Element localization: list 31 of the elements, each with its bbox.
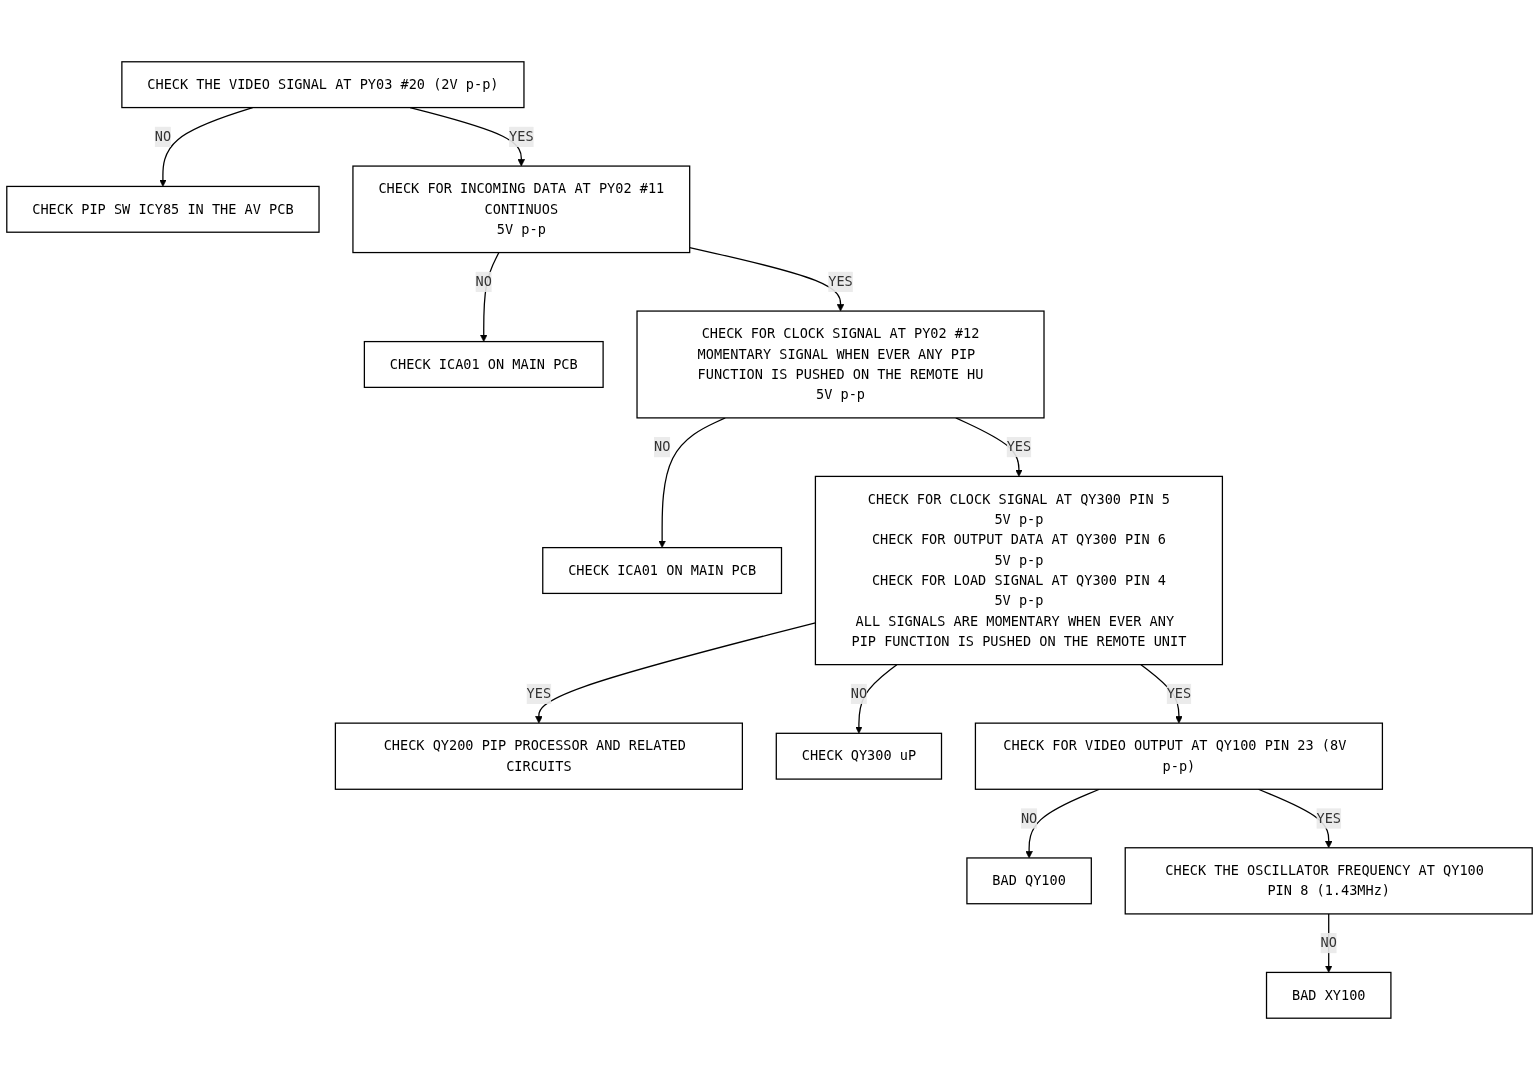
- edge-label: YES: [509, 128, 534, 145]
- node-box: BAD QY100: [966, 857, 1092, 905]
- node-box: CHECK FOR INCOMING DATA AT PY02 #11 CONTINUOS 5V p-p: [352, 165, 691, 254]
- edge-label: YES: [828, 273, 853, 290]
- node-box: CHECK PIP SW ICY85 IN THE AV PCB: [6, 185, 320, 233]
- node-box: CHECK THE OSCILLATOR FREQUENCY AT QY100 PIN 8 (1.43MHz): [1124, 847, 1533, 915]
- edge-label: NO: [475, 273, 492, 290]
- node-box: CHECK ICA01 ON MAIN PCB: [542, 547, 783, 595]
- arrow: [159, 106, 254, 187]
- node-box: CHECK FOR CLOCK SIGNAL AT QY300 PIN 5 5V p-p CHECK FOR OUTPUT DATA AT QY300 PIN 6 5V p-p CHECK FOR LOAD SIGNAL AT QY300 PIN 4 5V p-p ALL SIGNALS ARE MOMENTARY WHEN EVER ANY PIP FUNCTION IS PUSHED ON THE REMOTE UNIT: [814, 475, 1224, 666]
- edge-label: NO: [1020, 810, 1038, 827]
- arrow: [689, 246, 845, 312]
- node-box: CHECK QY300 uP: [775, 732, 943, 780]
- node-box: CHECK QY200 PIP PROCESSOR AND RELATED CIRCUITS: [334, 722, 743, 790]
- node-box: CHECK THE VIDEO SIGNAL AT PY03 #20 (2V p-p): [121, 61, 525, 109]
- edge-label: NO: [154, 128, 172, 145]
- edge-label: NO: [1320, 934, 1337, 951]
- arrow: [855, 664, 898, 734]
- edge-label: YES: [1166, 685, 1192, 702]
- arrow: [658, 417, 726, 548]
- node-box: BAD XY100: [1265, 971, 1392, 1019]
- edge-label: YES: [526, 685, 552, 702]
- edge-label: YES: [1316, 810, 1341, 827]
- edge-label: NO: [653, 438, 671, 455]
- edge-label: NO: [850, 685, 868, 702]
- arrow: [480, 251, 500, 342]
- node-box: CHECK ICA01 ON MAIN PCB: [363, 340, 604, 388]
- node-box: CHECK FOR VIDEO OUTPUT AT QY100 PIN 23 (8V p-p): [974, 722, 1384, 790]
- node-box: CHECK FOR CLOCK SIGNAL AT PY02 #12 MOMENTARY SIGNAL WHEN EVER ANY PIP FUNCTION IS PUSHED ON THE REMOTE HU 5V p-p: [636, 310, 1045, 419]
- arrow: [1325, 913, 1333, 973]
- edge-label: YES: [1006, 438, 1032, 455]
